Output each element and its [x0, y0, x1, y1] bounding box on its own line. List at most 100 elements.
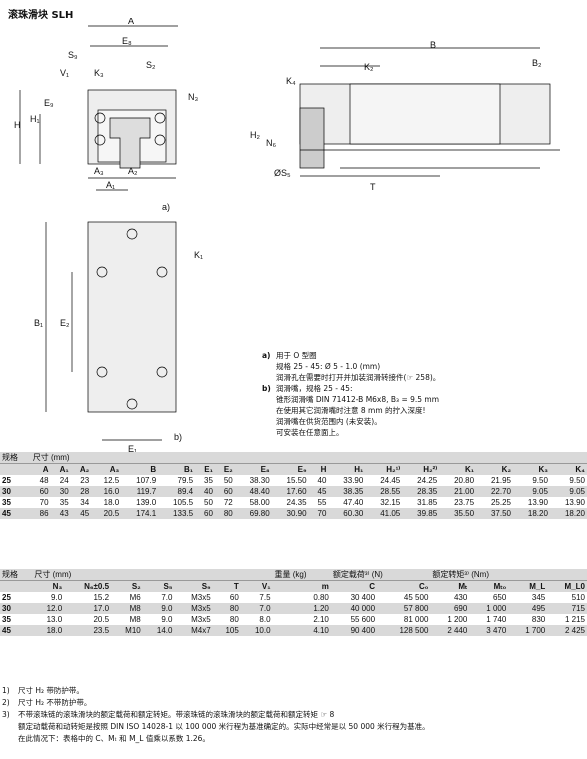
- column-header: S₂: [111, 580, 143, 592]
- dim-A: A: [128, 18, 134, 26]
- table-cell: 38.35: [328, 486, 366, 497]
- dim-K4: K₄: [286, 76, 296, 86]
- table-cell: 24.25: [417, 476, 438, 485]
- table-cell: 40: [195, 486, 215, 497]
- table-cell: 9.50: [569, 476, 585, 485]
- table-cell: 45: [0, 508, 31, 519]
- table-cell: 25.25: [490, 498, 512, 507]
- table-cell: 30 400: [350, 593, 376, 602]
- table-cell: 20.5: [91, 508, 122, 519]
- column-header: N₃: [32, 580, 65, 592]
- table-cell: M8: [129, 615, 141, 624]
- column-header: H₂¹⁾: [365, 463, 403, 475]
- table-cell: 1 215: [564, 615, 585, 624]
- table-cell: 69.80: [234, 508, 272, 519]
- table-cell: 15.2: [93, 593, 110, 602]
- dim-V1: V₁: [60, 68, 69, 78]
- footnote-text: 尺寸 H₂ 不带防护带。: [18, 698, 92, 707]
- footnote-key: 3): [2, 710, 10, 719]
- table-cell: 1 000: [469, 603, 509, 614]
- table-cell: 105.5: [173, 498, 194, 507]
- table-cell: 174.1: [121, 508, 159, 519]
- table-cell: 47.40: [343, 498, 364, 507]
- table-cell: 60: [214, 486, 235, 497]
- table-cell: 510: [571, 593, 585, 602]
- table-cell: 79.5: [177, 476, 194, 485]
- table-cell: M3x5: [191, 593, 211, 602]
- table-cell: 715: [547, 603, 587, 614]
- table-cell: 650: [492, 593, 507, 602]
- table-cell: 50: [204, 498, 213, 507]
- table-cell: 50: [223, 476, 233, 485]
- footnote: 3) 不带滚珠链的滚珠滑块的额定载荷和额定转矩。带滚珠链的滚珠滑块的额定载荷和额定…: [2, 709, 587, 721]
- footnote: 额定动载荷和动转矩是按照 DIN ISO 14028-1 以 100 000 米…: [2, 721, 587, 733]
- corner-cell: [0, 580, 33, 592]
- table-cell: 86: [30, 508, 51, 519]
- table-cell: 45: [308, 486, 329, 497]
- table-cell: 107.9: [136, 476, 157, 485]
- dim-K3: K₃: [94, 68, 104, 78]
- table-cell: 21.00: [439, 486, 477, 497]
- table-cell: 58.00: [249, 498, 270, 507]
- footnote-text: 尺寸 H₂ 带防护带。: [18, 686, 84, 695]
- table-cell: 80: [214, 508, 235, 519]
- table-cell: 119.7: [121, 486, 159, 497]
- dim-A3: A₃: [94, 166, 104, 176]
- footnote: 2)尺寸 H₂ 不带防护带。: [2, 697, 587, 709]
- table-cell: 35.50: [439, 508, 477, 519]
- column-header: E₁: [195, 463, 215, 475]
- dim-E1: E₁: [128, 444, 137, 454]
- table-cell: 57 800: [377, 603, 431, 614]
- column-header: K₁: [439, 463, 477, 475]
- column-header: V₁: [240, 580, 273, 592]
- column-header: H₁: [328, 463, 366, 475]
- dim-H2: H₂: [250, 130, 260, 140]
- figure-notes: a)用于 O 型圈 规格 25 - 45: Ø 5 - 1.0 (mm) 润滑孔…: [262, 351, 441, 437]
- column-header: B: [121, 463, 159, 475]
- t1-dim-header: 尺寸 (mm): [30, 452, 587, 464]
- dim-K2: K₂: [364, 62, 374, 72]
- table-cell: 28.55: [365, 486, 403, 497]
- table-cell: 14.0: [142, 625, 175, 636]
- table-cell: 430: [453, 593, 468, 602]
- table-cell: 45 500: [403, 593, 429, 602]
- dim-A1: A₁: [106, 180, 115, 190]
- table-cell: 60: [229, 593, 239, 602]
- table-cell: 10.0: [240, 625, 273, 636]
- footnotes: 1) 尺寸 H₂ 带防护带。 2)尺寸 H₂ 不带防护带。3) 不带滚珠链的滚珠滑块的…: [2, 685, 587, 745]
- table-cell: 23.75: [454, 498, 475, 507]
- table-cell: 21.95: [490, 476, 512, 485]
- table-cell: 1 200: [447, 615, 468, 624]
- table-cell: 24.45: [380, 476, 401, 485]
- dim-E2: E₂: [60, 318, 70, 328]
- footnote: 在此情况下：表格中的 C、Mₜ 和 M_L 值乘以系数 1.26。: [2, 733, 587, 745]
- side-view-drawing: B K₂ B₂ K₄ H₂ N₆ ØS₅ T: [250, 40, 560, 192]
- dim-N6: N₆: [266, 138, 276, 148]
- table-cell: 28.35: [402, 486, 440, 497]
- footnote-key: [2, 733, 18, 745]
- dim-K1: K₁: [194, 250, 203, 260]
- table-cell: 22.70: [476, 486, 514, 497]
- column-header: K₃: [513, 463, 550, 475]
- table-cell: 18.0: [32, 625, 65, 636]
- table-cell: 15.50: [286, 476, 307, 485]
- table-cell: 45: [70, 508, 92, 519]
- footnote-key: 1): [2, 686, 10, 695]
- table-cell: 60: [30, 486, 51, 497]
- dim-T: T: [370, 182, 376, 192]
- column-header: E₈: [234, 463, 272, 475]
- table-cell: 2 440: [430, 625, 470, 636]
- table-cell: 35: [2, 615, 11, 624]
- footnote-text: 不带滚珠链的滚珠滑块的额定载荷和额定转矩。带滚珠链的滚珠滑块的额定载荷和额定转矩…: [18, 710, 335, 719]
- t2-load-header: 额定载荷³⁾ (N): [330, 569, 431, 581]
- column-header: E₂: [214, 463, 235, 475]
- table-cell: M6: [129, 593, 141, 602]
- table-cell: 13.0: [46, 615, 63, 624]
- table-cell: 1.20: [272, 603, 331, 614]
- table-cell: M3x5: [191, 615, 211, 624]
- load-table: 规格 尺寸 (mm) 重量 (kg) 额定载荷³⁾ (N) 额定转矩³⁾ (Nm…: [0, 569, 587, 636]
- table-cell: 1 740: [486, 615, 507, 624]
- t2-size-header: 规格: [0, 569, 33, 581]
- table-cell: 12.0: [32, 603, 65, 614]
